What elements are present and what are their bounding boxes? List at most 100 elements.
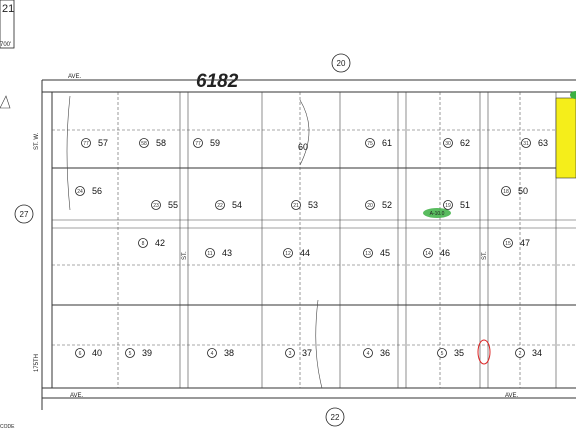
lot-code: 77 — [195, 141, 201, 147]
lot-number: 53 — [308, 200, 318, 210]
lot-code-circle — [503, 238, 513, 248]
street-top-ave: AVE. — [68, 74, 82, 80]
parcel-marker — [570, 91, 576, 99]
street-mid-st: ST. — [182, 251, 188, 260]
lot-code: 8 — [142, 241, 145, 247]
lot-number: 37 — [302, 348, 312, 358]
lot-code-circle — [365, 138, 375, 148]
lot-code: 13 — [365, 251, 371, 257]
left-page-circle[interactable] — [14, 204, 34, 224]
red-circle-marker — [477, 339, 491, 365]
left-page-number: 27 — [20, 210, 29, 219]
map-number: 6182 — [196, 71, 239, 92]
lot-62[interactable]: 30 62 — [443, 138, 471, 148]
lot-number: 36 — [380, 348, 390, 358]
lot-number: 52 — [382, 200, 392, 210]
lot-code-circle — [365, 200, 375, 210]
lot-53[interactable]: 21 53 — [291, 200, 319, 210]
lot-code: 5 — [441, 351, 444, 357]
lot-code: 14 — [425, 251, 431, 257]
street-left-st: ST. W. — [34, 132, 40, 150]
lot-number: 57 — [98, 138, 108, 148]
top-page-circle[interactable] — [331, 53, 351, 73]
lot-code: 31 — [523, 141, 529, 147]
lot-number: 58 — [156, 138, 166, 148]
lot-code-circle — [423, 248, 433, 258]
lot-number: 43 — [222, 248, 232, 258]
lot-code-circle — [138, 238, 148, 248]
lot-number: 63 — [538, 138, 548, 148]
top-page-number: 20 — [337, 59, 346, 68]
lot-number: 40 — [92, 348, 102, 358]
lot-number: 47 — [520, 238, 530, 248]
lot-58[interactable]: 58 58 — [139, 138, 167, 148]
lot-code-circle — [125, 348, 135, 358]
lot-number: 35 — [454, 348, 464, 358]
lot-37[interactable]: 3 37 — [285, 348, 313, 358]
lot-code: 23 — [153, 203, 159, 209]
lot-code: 30 — [445, 141, 451, 147]
lot-number: 50 — [518, 186, 528, 196]
lot-number: 55 — [168, 200, 178, 210]
highlight-label: A-10.0 — [430, 211, 445, 217]
corner-scale: 700' — [0, 42, 11, 48]
lot-code: 3 — [289, 351, 292, 357]
lot-code-circle — [285, 348, 295, 358]
road-network — [0, 79, 576, 410]
street-right-st: ST. — [482, 251, 488, 260]
lot-code-circle — [515, 348, 525, 358]
lot-42[interactable]: 8 42 — [138, 238, 166, 248]
lot-code-circle — [283, 248, 293, 258]
lot-36[interactable]: 4 36 — [363, 348, 391, 358]
lot-code-circle — [521, 138, 531, 148]
lot-code: 20 — [367, 203, 373, 209]
street-bottom-ave-right: AVE. — [505, 393, 519, 399]
bottom-page-circle[interactable] — [325, 407, 345, 427]
lot-code: 22 — [217, 203, 223, 209]
lot-number: 38 — [224, 348, 234, 358]
bottom-page-number: 22 — [331, 413, 340, 422]
lot-number: 56 — [92, 186, 102, 196]
lot-code: 58 — [141, 141, 147, 147]
lot-60[interactable]: 60 — [298, 142, 308, 152]
highlighted-parcel[interactable] — [555, 97, 576, 179]
lot-code-circle — [443, 138, 453, 148]
lot-number: 61 — [382, 138, 392, 148]
lot-35[interactable]: 5 35 — [437, 348, 465, 358]
lot-55[interactable]: 23 55 — [151, 200, 179, 210]
lot-code-circle — [205, 248, 215, 258]
lot-number: 42 — [155, 238, 165, 248]
lot-code: 12 — [285, 251, 291, 257]
lot-code: 21 — [293, 203, 299, 209]
lot-number: 51 — [460, 200, 470, 210]
lot-code-circle — [75, 186, 85, 196]
street-bottom-ave: AVE. — [70, 393, 84, 399]
lot-code-circle — [443, 200, 453, 210]
highlight-marker[interactable] — [423, 208, 451, 218]
lot-63[interactable]: 31 63 — [521, 138, 549, 148]
lot-code-circle — [437, 348, 447, 358]
lot-number: 62 — [460, 138, 470, 148]
lot-code-circle — [501, 186, 511, 196]
lot-code: 4 — [367, 351, 370, 357]
footer-code: CODE — [0, 424, 15, 430]
lot-code: 19 — [445, 203, 451, 209]
